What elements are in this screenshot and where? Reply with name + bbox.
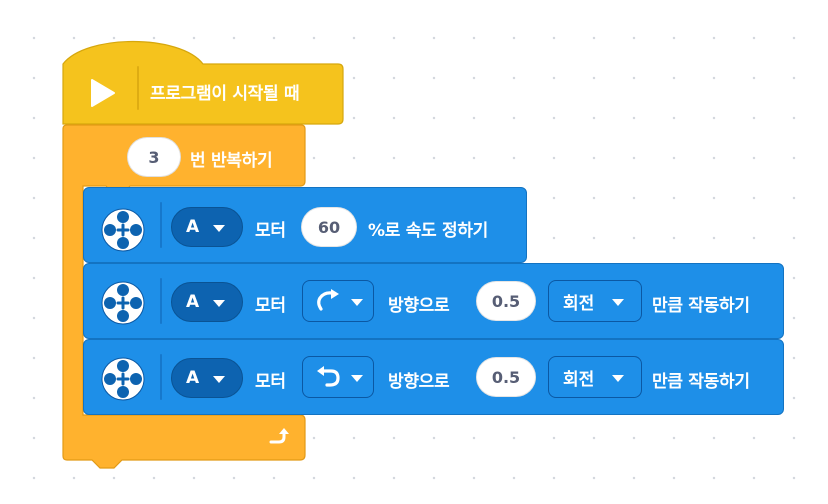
speed-input[interactable]: 60 bbox=[301, 207, 357, 247]
motor-icon bbox=[101, 208, 145, 252]
direction-label: 방향으로 bbox=[388, 296, 450, 316]
event-block-label: 프로그램이 시작될 때 bbox=[150, 84, 300, 104]
motor-icon bbox=[101, 357, 145, 401]
speed-suffix-label: %로 속도 정하기 bbox=[368, 221, 489, 241]
dropdown-caret-icon bbox=[351, 374, 363, 382]
dropdown-caret-icon bbox=[612, 374, 625, 382]
loop-arrow-icon bbox=[269, 428, 289, 444]
unit-value: 회전 bbox=[563, 369, 595, 390]
port-value: A bbox=[186, 217, 200, 237]
dropdown-caret-icon bbox=[213, 299, 226, 307]
motor-run-block[interactable] bbox=[83, 339, 784, 415]
dropdown-caret-icon bbox=[351, 298, 363, 306]
dropdown-caret-icon bbox=[213, 224, 226, 232]
event-block-shape bbox=[62, 40, 344, 125]
port-dropdown[interactable]: A bbox=[171, 282, 243, 322]
direction-label: 방향으로 bbox=[388, 372, 450, 392]
motor-icon bbox=[101, 281, 145, 325]
amount-input[interactable]: 0.5 bbox=[476, 281, 536, 321]
port-value: A bbox=[186, 292, 200, 312]
direction-dropdown[interactable] bbox=[302, 356, 374, 398]
repeat-block-label: 번 반복하기 bbox=[190, 151, 273, 171]
direction-dropdown[interactable] bbox=[302, 280, 374, 322]
port-dropdown[interactable]: A bbox=[171, 207, 243, 247]
clockwise-arrow-icon bbox=[317, 289, 339, 311]
dropdown-caret-icon bbox=[213, 375, 226, 383]
unit-value: 회전 bbox=[563, 293, 595, 314]
motor-label: 모터 bbox=[255, 296, 286, 316]
motor-block-divider bbox=[160, 354, 162, 400]
motor-block-divider bbox=[160, 202, 162, 248]
counterclockwise-arrow-icon bbox=[317, 366, 340, 387]
event-block-divider bbox=[137, 66, 139, 110]
motor-label: 모터 bbox=[255, 221, 286, 241]
dropdown-caret-icon bbox=[612, 298, 625, 306]
run-suffix-label: 만큼 작동하기 bbox=[652, 372, 750, 392]
motor-block-divider bbox=[160, 278, 162, 324]
unit-dropdown[interactable]: 회전 bbox=[548, 280, 642, 322]
run-suffix-label: 만큼 작동하기 bbox=[652, 296, 750, 316]
motor-label: 모터 bbox=[255, 372, 286, 392]
amount-input[interactable]: 0.5 bbox=[476, 357, 536, 397]
port-value: A bbox=[186, 368, 200, 388]
play-icon bbox=[91, 79, 115, 107]
port-dropdown[interactable]: A bbox=[171, 358, 243, 398]
program-start-event-block[interactable] bbox=[62, 40, 344, 125]
repeat-count-input[interactable]: 3 bbox=[127, 137, 181, 177]
unit-dropdown[interactable]: 회전 bbox=[548, 356, 642, 398]
